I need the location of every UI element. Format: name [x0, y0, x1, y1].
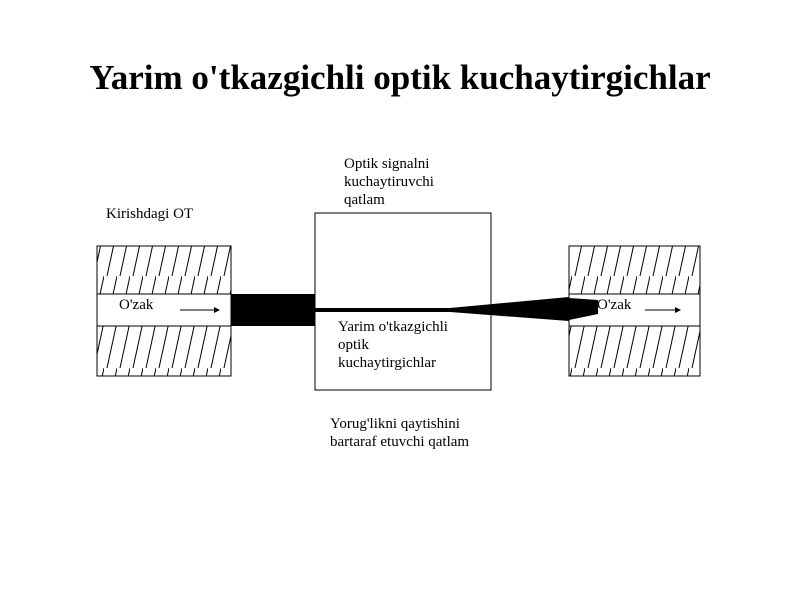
input-coupling-bar: [231, 294, 315, 326]
anti-reflection-layer-label: Yorug'likni qaytishini bartaraf etuvchi …: [330, 416, 470, 450]
output-fiber: [568, 245, 701, 377]
output-arrow-icon: [645, 307, 681, 313]
amplifier-body-label: Yarim o'tkazgichli optik kuchaytirgichla…: [338, 319, 448, 371]
input-fiber: [96, 245, 232, 377]
output-fiber-cladding-top: [568, 245, 701, 295]
page-title: Yarim o'tkazgichli optik kuchaytirgichla…: [89, 58, 711, 97]
output-fiber-cladding-bottom: [568, 325, 701, 377]
core-label-right: O'zak: [597, 297, 632, 313]
input-fiber-label: Kirishdagi OT: [106, 206, 194, 222]
input-arrow-icon: [180, 307, 220, 313]
input-fiber-cladding-bottom: [96, 325, 232, 377]
amplifier-waveguide: [315, 308, 455, 312]
output-taper-tip: [569, 298, 598, 320]
amplifier-box: [314, 212, 492, 391]
amplifying-layer-label: Optik signalni kuchaytiruvchi qatlam: [344, 156, 434, 208]
core-label-left: O'zak: [119, 297, 154, 313]
output-taper: [450, 297, 600, 321]
input-fiber-cladding-top: [96, 245, 232, 295]
